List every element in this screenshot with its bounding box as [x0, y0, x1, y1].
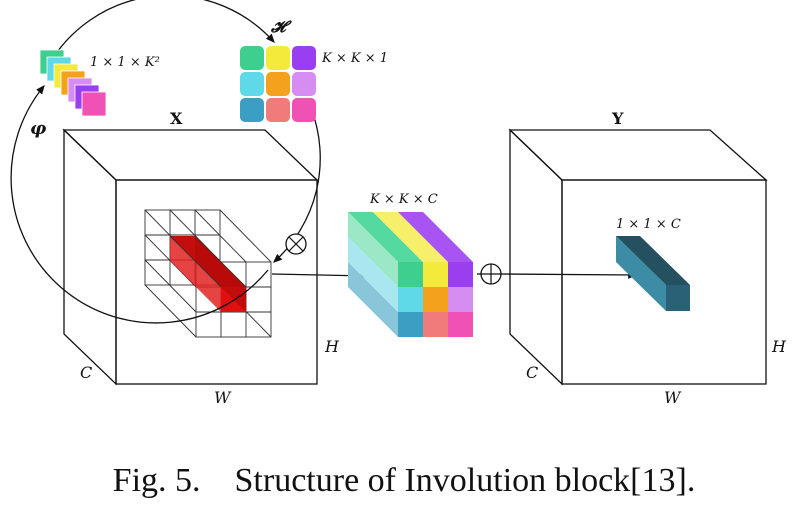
mid-block: [348, 212, 473, 337]
mid-block-cell: [448, 312, 473, 337]
sum-operator: [480, 263, 502, 285]
input-channel-label: C: [80, 363, 92, 382]
kernel-grid-cell: [266, 72, 290, 96]
h-label: 𝓗: [270, 17, 292, 36]
kernel-grid: [240, 46, 316, 122]
output-channel-label: C: [526, 363, 538, 382]
mid-block-side: [348, 237, 398, 312]
mid-block-top: [348, 212, 423, 262]
mid-block-cell: [448, 287, 473, 312]
kernel-stack-layer: [81, 91, 107, 117]
kernel-grid-cell: [240, 98, 264, 122]
mid-block-cell: [398, 262, 423, 287]
multiply-operator: [285, 233, 307, 255]
kernel-grid-cell: [292, 72, 316, 96]
input-width-label: W: [214, 388, 232, 407]
kernel-grid-cell: [292, 46, 316, 70]
mid-block-top: [398, 212, 473, 262]
mid-block-side: [348, 262, 398, 337]
output-height-label: H: [771, 337, 787, 356]
kernel-grid-cell: [266, 46, 290, 70]
output-cube: [508, 128, 768, 386]
kernel-grid-cell: [240, 46, 264, 70]
figure-caption: Fig. 5. Structure of Involution block[13…: [112, 462, 696, 499]
kernel-grid-cell: [240, 72, 264, 96]
output-label: Y: [611, 109, 624, 128]
kernel-shape-label: K × K × 1: [321, 51, 388, 66]
mid-block-cell: [398, 312, 423, 337]
arrow-to-output: [500, 271, 638, 279]
mid-block-top: [373, 212, 448, 262]
mid-block-cell: [423, 312, 448, 337]
output-bar: [616, 236, 690, 311]
output-width-label: W: [664, 388, 682, 407]
mid-block-side: [348, 212, 398, 287]
out-shape-label: 1 × 1 × C: [616, 217, 681, 232]
mid-block-cell: [398, 287, 423, 312]
input-label: X: [170, 109, 183, 128]
mid-shape-label: K × K × C: [369, 192, 438, 207]
kernel-grid-cell: [266, 98, 290, 122]
mid-block-cell: [423, 262, 448, 287]
kernel-stack: [39, 49, 107, 117]
phi-label: φ: [30, 118, 47, 139]
mid-block-cell: [423, 287, 448, 312]
kernel-gen-shape-label: 1 × 1 × K²: [90, 55, 160, 70]
mid-block-cell: [448, 262, 473, 287]
kernel-grid-cell: [292, 98, 316, 122]
highlight-column: [169, 235, 247, 312]
input-cube: [62, 128, 319, 386]
input-height-label: H: [324, 337, 340, 356]
